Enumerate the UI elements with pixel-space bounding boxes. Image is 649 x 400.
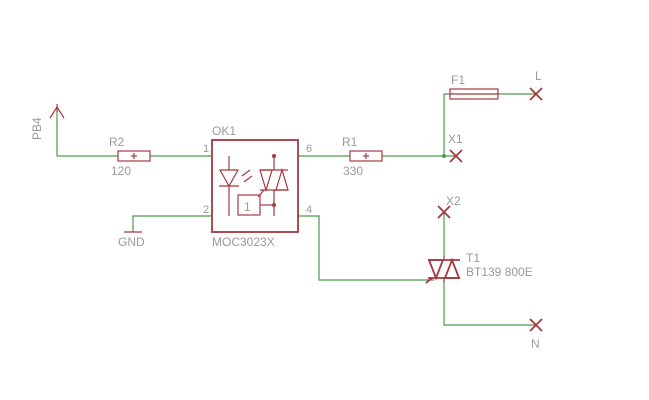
t1-name: T1: [466, 251, 480, 265]
wire-pb4-r2: [56, 112, 118, 157]
ok1-inner-label: 1: [244, 200, 251, 214]
ok1-pin1-label: 1: [203, 143, 209, 155]
resistor-r1: [349, 150, 383, 162]
wires: [56, 93, 536, 326]
r2-value: 120: [111, 164, 131, 178]
f1-name: F1: [451, 73, 465, 87]
ok1-name: OK1: [212, 124, 236, 138]
terminal-n-icon: [529, 318, 543, 332]
r1-value: 330: [343, 164, 363, 178]
led-icon: [218, 156, 253, 216]
triac-t1-icon: [425, 256, 461, 284]
ok1-pin6-label: 6: [306, 143, 312, 155]
ok1-value: MOC3023X: [212, 235, 275, 249]
wire-x1-f1: [443, 93, 450, 156]
t1-value: BT139 800E: [466, 265, 533, 279]
terminal-x2-icon: [437, 205, 451, 219]
wire-gnd-ok1-pin2: [132, 215, 212, 232]
x1-name: X1: [448, 132, 463, 146]
r1-name: R1: [342, 135, 358, 149]
net-label-l: L: [535, 69, 542, 83]
ok1-pin4-label: 4: [306, 204, 312, 216]
resistor-r2: [117, 150, 151, 162]
net-label-n: N: [531, 337, 540, 351]
ok1-pin2-label: 2: [203, 204, 209, 216]
x2-name: X2: [446, 194, 461, 208]
pb4-supply-symbol: [49, 104, 65, 119]
r2-name: R2: [109, 135, 125, 149]
net-label-pb4: PB4: [30, 117, 44, 140]
triac-output-icon: [257, 154, 289, 216]
junction-x1: [442, 154, 446, 158]
fuse-f1: [449, 88, 499, 100]
wire-t1-n: [443, 280, 536, 326]
wire-ok1-pin4-t1-gate: [298, 215, 434, 281]
net-label-gnd: GND: [118, 235, 145, 249]
optocoupler-ok1: 1: [211, 139, 299, 233]
terminal-x1-icon: [449, 149, 463, 163]
terminal-l-icon: [529, 87, 543, 101]
